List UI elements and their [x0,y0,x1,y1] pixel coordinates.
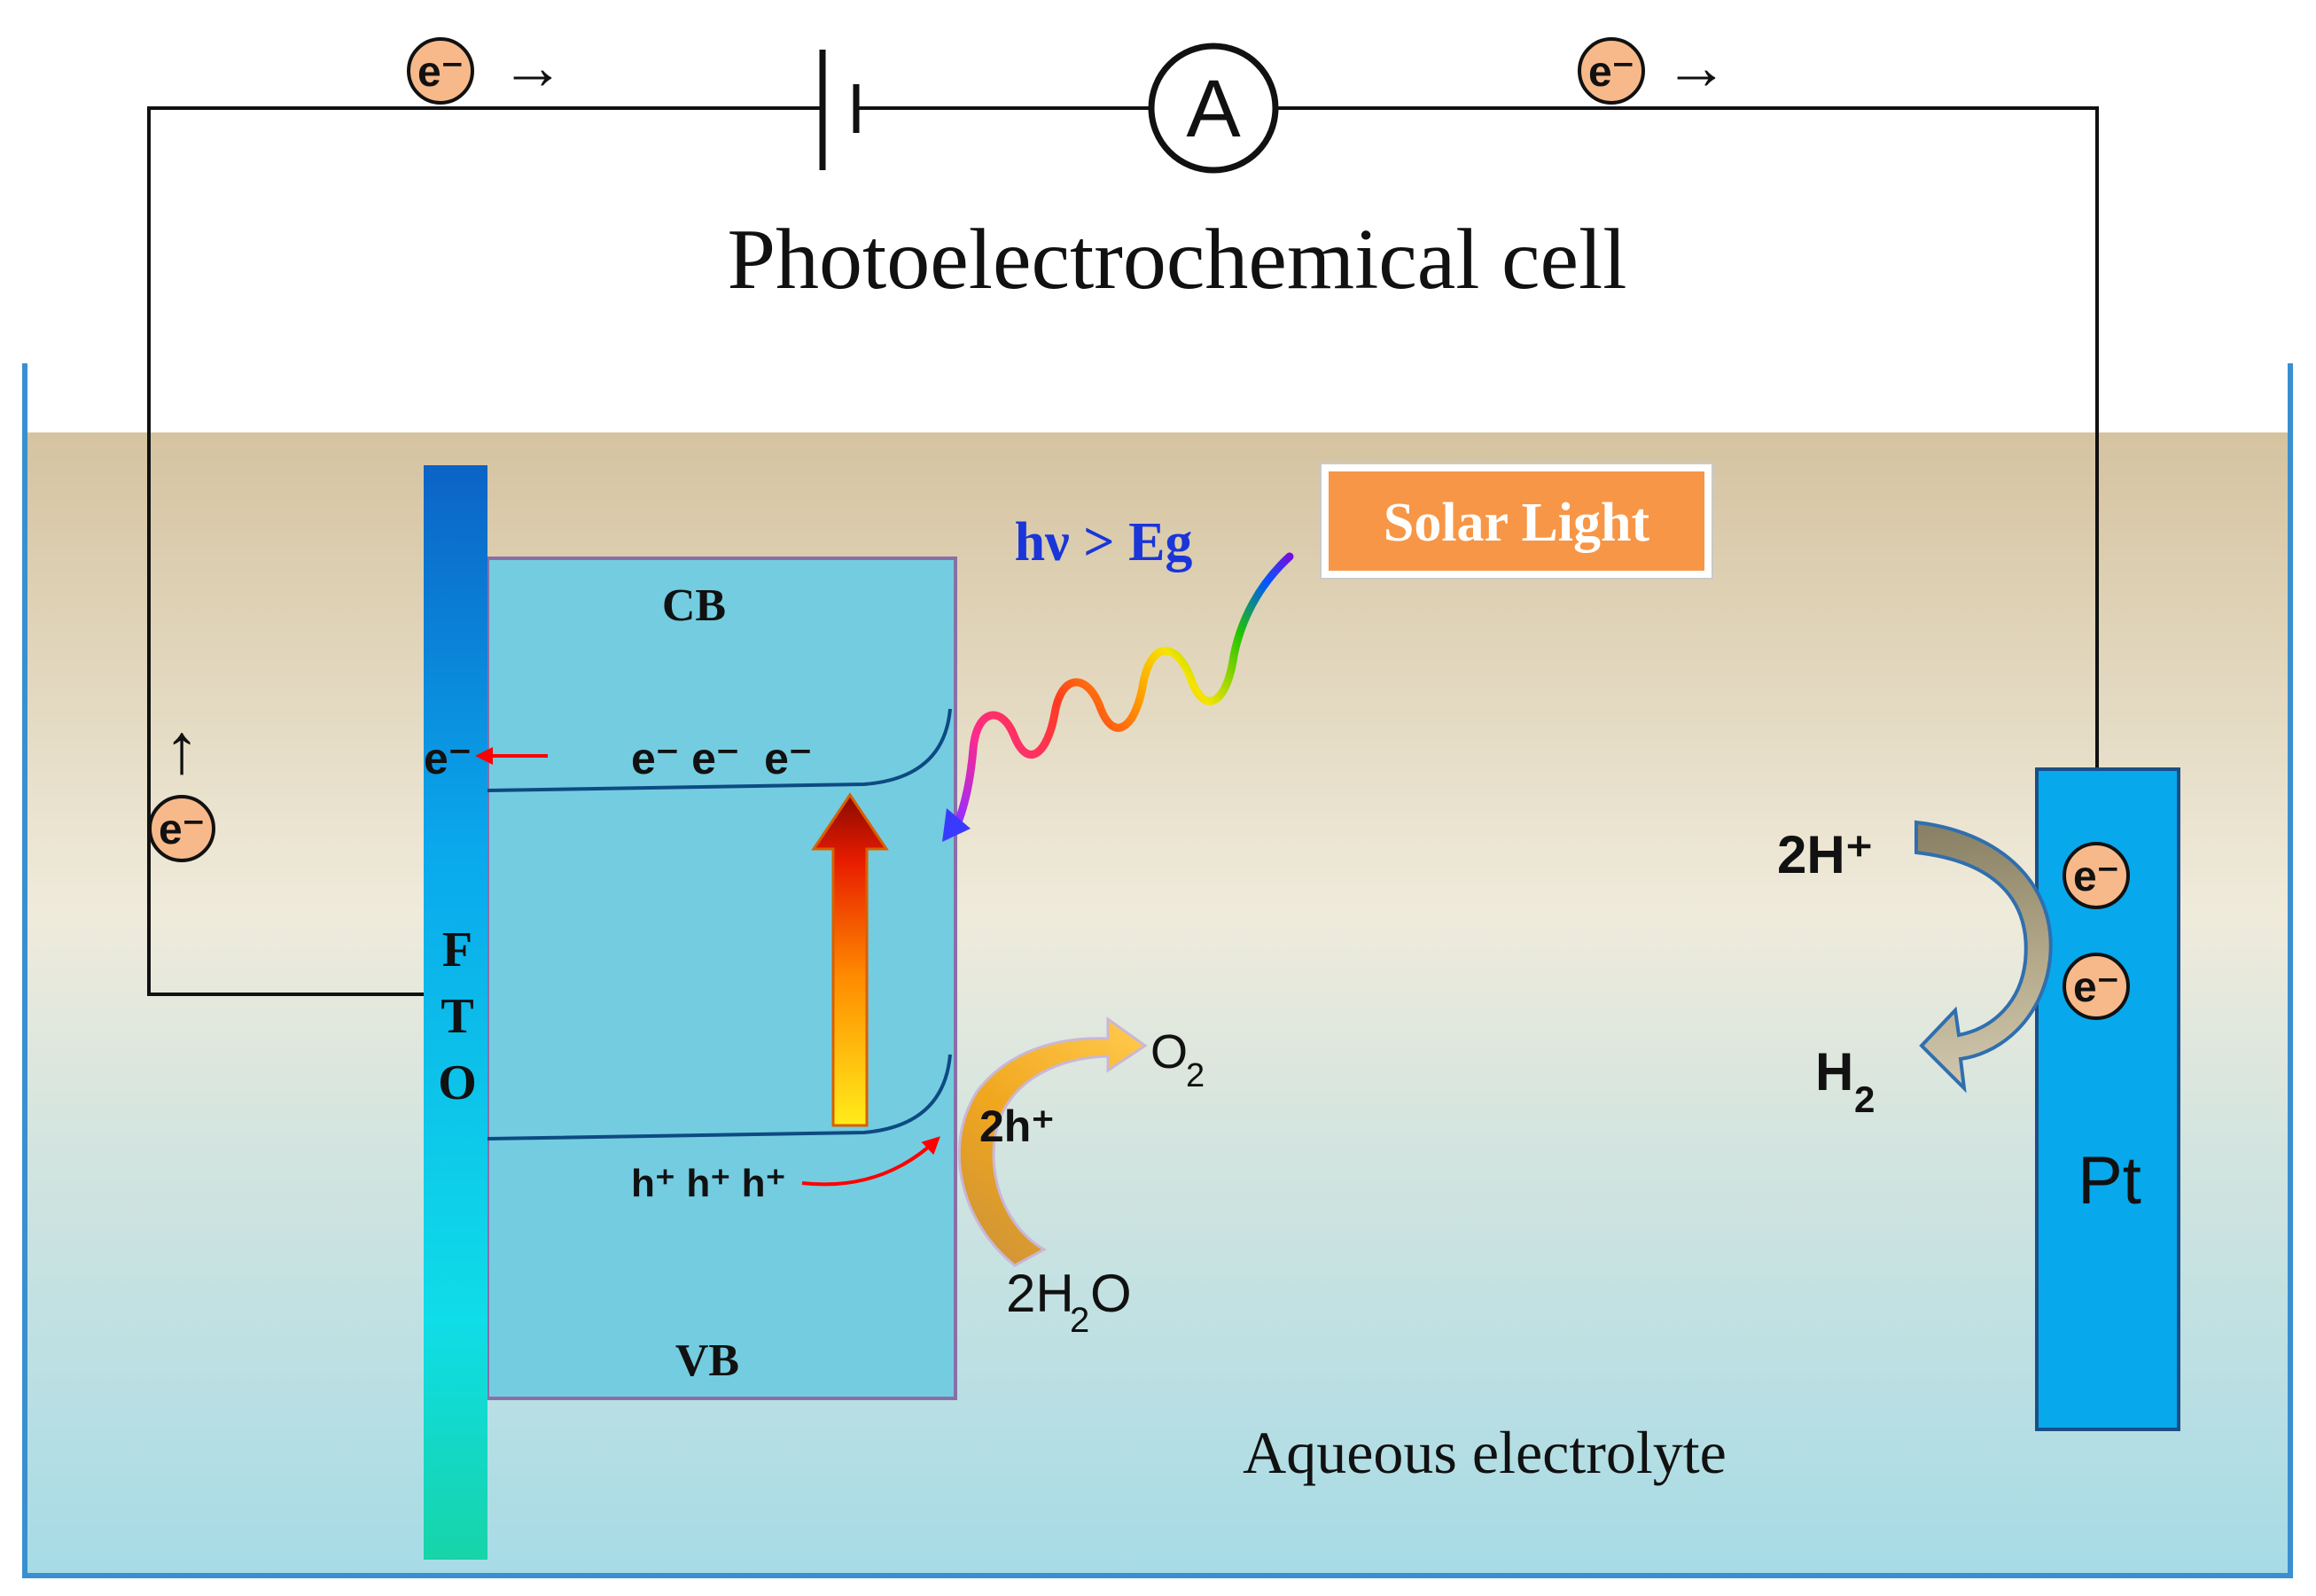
pt-label: Pt [2078,1143,2141,1218]
oxidation-holes: 2h⁺ [979,1102,1055,1151]
diagram-title: Photoelectrochemical cell [728,212,1627,308]
h2o-subscript: 2 [1070,1301,1089,1340]
photon-arrowhead [942,808,971,842]
arrow-right-top-right: → [1665,32,1728,103]
pt-electron-1-label: e⁻ [2073,853,2119,900]
fto-letter-o: O [438,1055,477,1110]
cb-label: CB [662,580,726,631]
oxidation-arrow [957,1016,1148,1267]
h2o-suffix: O [1090,1264,1132,1323]
solar-light-box-shadow [1320,463,1713,580]
beaker-wall [22,363,2293,1578]
photon-wave [951,552,1294,833]
o2-product: O 2 [1150,1025,1205,1094]
fto-electrode [424,465,487,1560]
o2-symbol: O [1150,1025,1188,1078]
h2-subscript: 2 [1854,1078,1875,1120]
valence-band-edge [487,1054,952,1141]
o2-subscript: 2 [1186,1057,1205,1094]
fto-letter-t: T [441,989,473,1044]
conduction-band-edge [487,708,952,792]
h2o-reactant: 2H 2 O [1006,1264,1132,1340]
electron-top-right: e⁻ [1578,37,1645,105]
reduction-arrow [1914,820,2053,1094]
arrow-right-top-left: → [501,32,565,103]
electron-top-left: e⁻ [407,37,474,105]
electron-top-right-label: e⁻ [1588,49,1634,96]
electrolyte-label: Aqueous electrolyte [1243,1419,1727,1486]
electrolyte [25,432,2290,1576]
h-ion-reactant: 2H⁺ [1777,825,1873,884]
vb-holes: h⁺ h⁺ h⁺ [631,1162,786,1205]
cb-electrons: e⁻ e⁻ e⁻ [631,734,812,783]
light-condition: hν > Eg [1015,512,1193,572]
vb-label: VB [675,1335,739,1386]
hole-transfer-arrow [801,1136,940,1187]
electron-left-wire: e⁻ [148,795,215,862]
h2-symbol: H [1815,1042,1853,1102]
excitation-arrow [811,792,889,1127]
circuit-wire-right [1276,106,2099,769]
h2-product: H 2 [1815,1042,1875,1120]
ammeter [1148,43,1279,174]
circuit-wire [147,106,823,996]
pt-electron-2-label: e⁻ [2073,964,2119,1011]
semiconductor-layer [486,557,957,1400]
electron-top-left-label: e⁻ [417,49,464,96]
electron-left-wire-label: e⁻ [159,806,205,853]
arrow-up-left: ↑ [164,709,199,788]
h2o-prefix: 2H [1006,1264,1074,1323]
fto-letter-f: F [442,923,472,977]
fto-electron-label: e⁻ [424,734,472,783]
solar-light-box [1322,464,1712,578]
pt-electron-2: e⁻ [2063,953,2130,1020]
solar-light-label: Solar Light [1384,493,1650,553]
ammeter-label: A [1186,64,1241,154]
pt-electron-1: e⁻ [2063,842,2130,909]
